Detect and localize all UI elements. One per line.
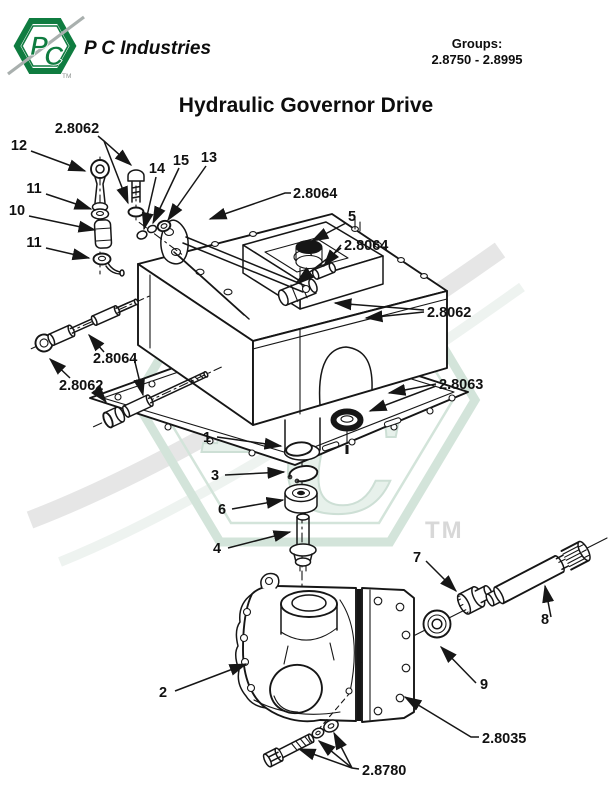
callout-11-upper: 11 <box>26 181 41 197</box>
logo-letter-p: P <box>30 31 49 61</box>
callout-2-8064-mid: 2.8064 <box>344 238 388 254</box>
callout-3: 3 <box>211 468 219 484</box>
callout-5: 5 <box>348 209 356 225</box>
callout-7: 7 <box>413 550 421 566</box>
callout-2-8062-right: 2.8062 <box>427 305 471 321</box>
callout-4: 4 <box>213 541 221 557</box>
logo-tm: TM <box>62 73 71 80</box>
header: P C TM P C Industries Groups: 2.8750 - 2… <box>5 14 523 117</box>
callout-2-8062-top: 2.8062 <box>55 121 99 137</box>
drive-shaft <box>485 540 591 607</box>
link-bolt <box>127 169 185 257</box>
callout-6: 6 <box>218 502 226 518</box>
drive-valve <box>289 513 317 572</box>
groups-range: 2.8750 - 2.8995 <box>431 52 522 67</box>
logo-letter-c: C <box>44 41 64 71</box>
callout-2-8064-left: 2.8064 <box>93 351 137 367</box>
leader-lines <box>28 135 555 770</box>
callout-labels: 2.8062 12 11 10 11 14 15 13 2.8064 5 2.8… <box>9 121 549 779</box>
callout-2-8062-left: 2.8062 <box>59 378 103 394</box>
callout-1: 1 <box>203 430 211 446</box>
watermark-tm: TM <box>425 517 464 544</box>
mount-washers <box>311 719 339 739</box>
callout-2-8780: 2.8780 <box>362 763 406 779</box>
callout-13: 13 <box>201 150 217 166</box>
mount-bolt-lower-left <box>92 366 222 429</box>
callout-12: 12 <box>11 138 27 154</box>
mount-bolt <box>262 693 350 768</box>
callout-2-8064-top: 2.8064 <box>293 186 337 202</box>
bearing-upper <box>284 483 318 514</box>
governor-housing <box>137 213 448 461</box>
groups-label: Groups: <box>452 36 503 51</box>
snap-ring <box>287 465 319 484</box>
callout-2-8063: 2.8063 <box>439 377 483 393</box>
diagram-art <box>30 156 608 768</box>
callout-10: 10 <box>9 203 25 219</box>
page-title: Hydraulic Governor Drive <box>179 94 433 117</box>
callout-8: 8 <box>541 612 549 628</box>
callout-11-lower: 11 <box>26 235 41 251</box>
mount-bolt-upper-left <box>30 294 153 353</box>
callout-2-8035: 2.8035 <box>482 731 526 747</box>
oring <box>285 441 313 457</box>
callout-14: 14 <box>149 161 165 177</box>
callout-15: 15 <box>173 153 189 169</box>
callout-2: 2 <box>159 685 167 701</box>
logo-slash <box>7 15 85 76</box>
callout-9: 9 <box>480 677 488 693</box>
pc-logo: P C TM <box>5 14 87 80</box>
seal-ring <box>330 408 364 454</box>
throttle-lever <box>160 219 311 320</box>
bearing-lower <box>422 609 452 639</box>
governor-linkage <box>90 156 125 277</box>
brand-name: P C Industries <box>84 38 211 59</box>
drive-housing <box>235 572 415 723</box>
